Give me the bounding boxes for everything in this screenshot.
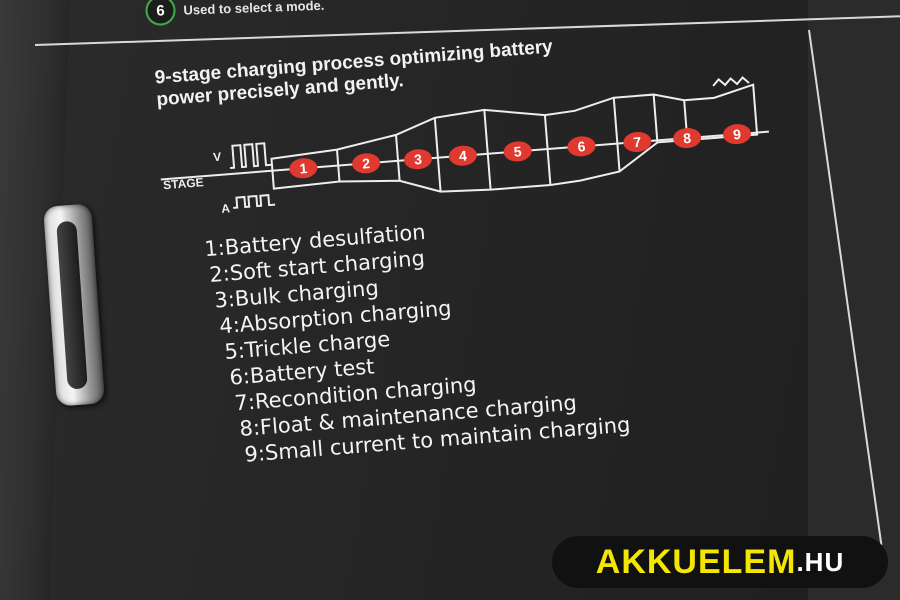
stage-marker-4: 4 [448, 145, 477, 166]
current-label: A [221, 201, 231, 216]
stage-number-7: 7 [633, 134, 642, 151]
current-pulse-icon [233, 194, 276, 209]
stage-marker-7: 7 [623, 131, 652, 153]
stage-marker-2: 2 [352, 153, 381, 174]
mode-note: 6 Used to select a mode. [145, 0, 325, 26]
charging-info-panel: 9-stage charging process optimizing batt… [150, 18, 820, 473]
stage-number-4: 4 [458, 147, 467, 164]
stage-number-5: 5 [513, 143, 522, 160]
stage-marker-1: 1 [289, 158, 318, 179]
stage-marker-6: 6 [567, 136, 596, 157]
stage-number-9: 9 [732, 126, 741, 143]
stage-marker-9: 9 [723, 124, 751, 145]
mode-number-badge: 6 [145, 0, 177, 26]
stage-number-3: 3 [413, 151, 422, 168]
mode-note-text: Used to select a mode. [183, 0, 325, 18]
charging-stage-diagram: V STAGE A 1 [160, 76, 769, 216]
stage-number-2: 2 [362, 155, 371, 172]
stage-marker-5: 5 [503, 141, 532, 162]
stage-number-6: 6 [577, 138, 586, 155]
box-right-panel [808, 0, 900, 600]
watermark-tld-text: .HU [796, 546, 845, 577]
stage-marker-3: 3 [404, 149, 432, 170]
stage-description-list: 1:Battery desulfation 2:Soft start charg… [203, 189, 820, 469]
stage-9-ripple-icon [712, 76, 750, 87]
stage-marker-8: 8 [673, 128, 702, 149]
stage-number-1: 1 [299, 160, 308, 177]
watermark-main-text: AKKUELEM [595, 542, 797, 581]
stage-number-8: 8 [683, 130, 692, 147]
site-watermark-logo: AKKUELEM .HU [552, 536, 888, 588]
voltage-label: V [213, 150, 222, 165]
voltage-pulse-icon [230, 142, 273, 170]
